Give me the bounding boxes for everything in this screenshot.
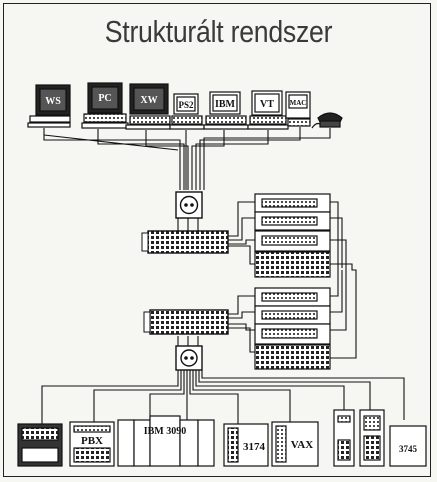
workstation-row xyxy=(27,82,343,130)
mac-terminal xyxy=(285,91,311,127)
ibm-3090-host xyxy=(117,415,215,467)
server-tower xyxy=(333,409,355,467)
upper-cabling xyxy=(43,127,357,359)
diagram-frame xyxy=(3,3,431,477)
upper-rack xyxy=(254,193,331,278)
mac-label: MAC xyxy=(290,99,307,107)
unix-label: UNIX xyxy=(27,451,53,462)
3174-host xyxy=(223,423,269,467)
xw-terminal xyxy=(125,83,171,130)
lower-wall-socket xyxy=(175,345,203,371)
pc-terminal xyxy=(81,82,129,129)
ibm-3090-label: IBM 3090 xyxy=(144,426,187,437)
lower-patch-panel xyxy=(143,309,229,335)
ibm-3090-label-text: IBM 3090 xyxy=(144,426,187,437)
pbx-host xyxy=(69,421,115,467)
ws-label: WS xyxy=(45,96,61,107)
3745-label: 3745 xyxy=(399,444,418,454)
pbx-label: PBX xyxy=(81,435,103,447)
ws-terminal xyxy=(27,84,71,128)
ps2-label: PS2 xyxy=(178,100,194,110)
rack-cabinet xyxy=(359,409,385,467)
host-cabling xyxy=(41,370,405,424)
ibm-terminal xyxy=(203,91,249,130)
vax-host xyxy=(271,421,319,467)
xw-label: XW xyxy=(140,95,157,106)
lower-rack xyxy=(254,287,331,370)
3174-label: 3174 xyxy=(243,441,266,453)
unix-host xyxy=(17,423,63,467)
upper-patch-panel xyxy=(141,230,229,254)
lower-cabling xyxy=(177,295,255,353)
upper-wall-socket xyxy=(175,191,203,219)
3745-host xyxy=(389,425,427,467)
telephone-icon xyxy=(311,112,343,129)
ibm-label: IBM xyxy=(215,99,236,110)
pc-label: PC xyxy=(98,93,111,104)
vt-label: VT xyxy=(260,99,274,110)
host-row xyxy=(17,409,427,467)
vax-label: VAX xyxy=(291,439,313,451)
diagram-title: Strukturált rendszer xyxy=(104,14,333,49)
vt-terminal xyxy=(247,90,289,130)
